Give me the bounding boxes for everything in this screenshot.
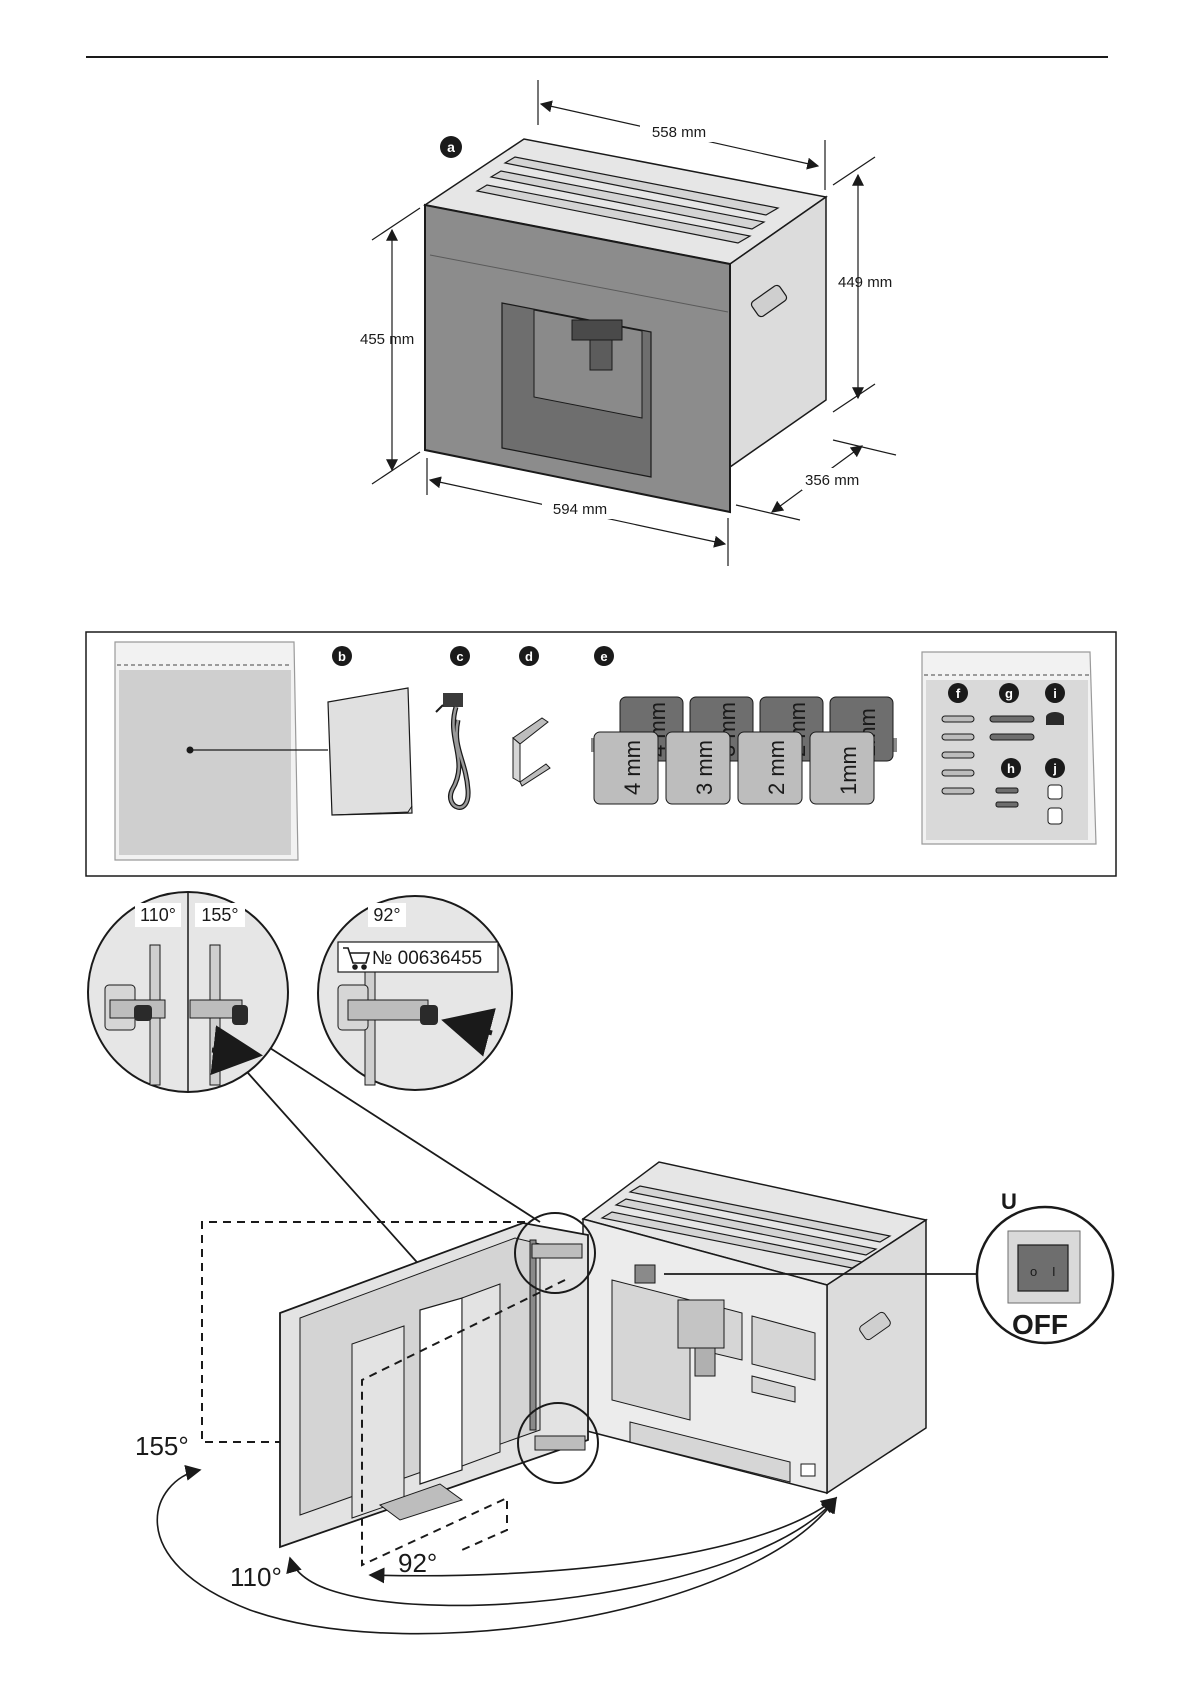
open-door-diagram: 155° 110° 92° o I U OFF <box>135 1048 1113 1634</box>
marker-a-letter: a <box>447 139 455 155</box>
dim-width-label: 594 mm <box>553 501 607 518</box>
marker-b-letter: b <box>338 649 346 664</box>
switch-label: U <box>1001 1189 1017 1214</box>
marker-e-letter: e <box>600 649 607 664</box>
spacer-front-1mm: 1mm <box>810 732 874 804</box>
svg-text:4 mm: 4 mm <box>620 740 645 795</box>
hinge-angle-155: 155° <box>201 905 238 925</box>
door-angle-110: 110° <box>230 1562 282 1592</box>
marker-c-letter: c <box>456 649 463 664</box>
marker-g-letter: g <box>1005 686 1013 701</box>
dim-side-label: 356 mm <box>805 472 859 489</box>
hinge-angle-110: 110° <box>140 905 176 925</box>
switch-state: OFF <box>1012 1309 1068 1340</box>
hinge-detail-110-155: 110° 155° <box>88 892 288 1092</box>
marker-f-letter: f <box>956 686 961 701</box>
spacer-front-4mm: 4 mm <box>594 732 658 804</box>
rocker-switch <box>1018 1245 1068 1291</box>
swing-arc-155 <box>157 1470 836 1634</box>
dim-height-front-label: 455 mm <box>360 331 414 348</box>
figure-a-appliance-dimensions: 558 mm 449 mm 455 mm 594 mm 356 mm a <box>360 80 896 566</box>
part-j-sleeve-2 <box>1048 808 1062 824</box>
svg-text:1mm: 1mm <box>836 746 861 795</box>
dim-height-back-label: 449 mm <box>838 274 892 291</box>
dim-depth-label: 558 mm <box>652 124 706 141</box>
accessory-bag-small-parts: f g i h j <box>922 652 1096 844</box>
swing-arc-92 <box>370 1498 836 1576</box>
marker-h-letter: h <box>1007 761 1015 776</box>
accessories-panel: b c d e 4 mm <box>86 632 1116 876</box>
marker-i-letter: i <box>1053 686 1057 701</box>
door-window <box>420 1298 462 1484</box>
marker-d-letter: d <box>525 649 533 664</box>
svg-text:3 mm: 3 mm <box>692 740 717 795</box>
switch-on-glyph: I <box>1052 1264 1056 1279</box>
hinge-detail-92: 92° № 00636455 <box>318 896 512 1090</box>
appliance-power-switch <box>635 1265 655 1283</box>
switch-off-glyph: o <box>1030 1264 1037 1279</box>
marker-j-letter: j <box>1052 761 1057 776</box>
svg-text:2 mm: 2 mm <box>764 740 789 795</box>
part-number: № 00636455 <box>372 948 482 969</box>
spacer-front-2mm: 2 mm <box>738 732 802 804</box>
hinge-angle-92: 92° <box>373 905 400 925</box>
door-angle-92: 92° <box>398 1548 437 1578</box>
part-j-sleeve-1 <box>1048 785 1062 799</box>
coffee-spout <box>572 320 622 340</box>
door-angle-155: 155° <box>135 1431 189 1461</box>
spacer-front-3mm: 3 mm <box>666 732 730 804</box>
